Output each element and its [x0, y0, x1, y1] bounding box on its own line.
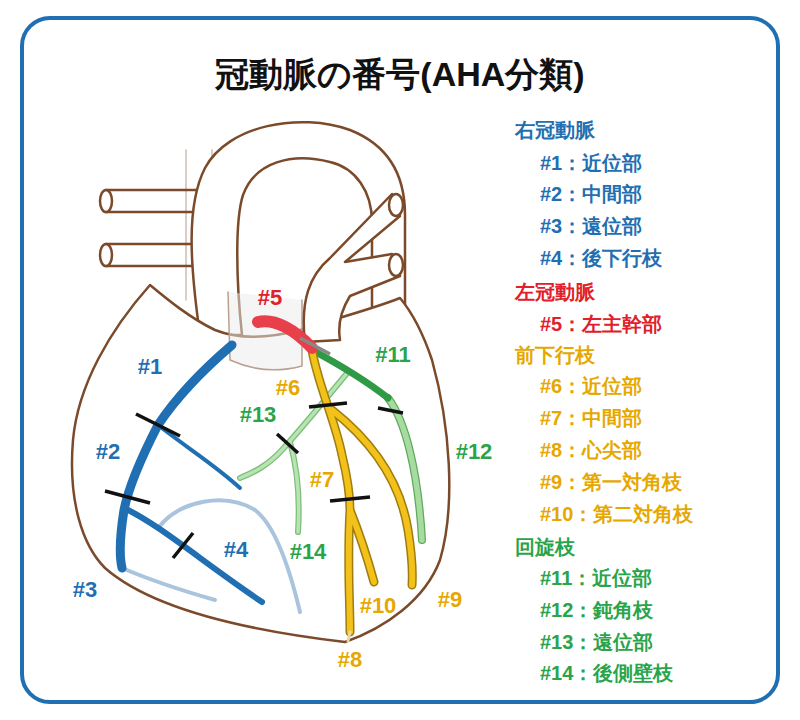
legend-item: #7：中間部	[540, 408, 642, 429]
segment-divider	[277, 434, 298, 453]
legend-item: #2：中間部	[540, 184, 642, 205]
legend-heading: 右冠動脈	[515, 120, 595, 141]
legend-item: #4：後下行枝	[540, 248, 662, 269]
heart-illustration	[72, 122, 449, 642]
heart-outline	[72, 285, 449, 642]
callout-number: #7	[310, 468, 334, 491]
callout-number: #8	[338, 648, 362, 671]
callout-number: #14	[290, 540, 327, 563]
vessel-end	[389, 254, 403, 276]
segment-dividers	[105, 338, 403, 558]
artery-tip	[348, 632, 350, 641]
vessel-branch	[106, 190, 202, 266]
legend-heading: 前下行枝	[515, 345, 595, 366]
legend-item: #13：遠位部	[540, 632, 653, 653]
legend-item: #5：左主幹部	[540, 314, 662, 335]
vessel-end	[100, 190, 112, 212]
left-main-trunk	[258, 321, 312, 348]
legend-item: #10：第二対角枝	[540, 504, 693, 525]
artery-segment	[120, 345, 232, 568]
left-coronary-artery	[240, 321, 422, 641]
segment-divider	[136, 414, 180, 436]
callout-number: #6	[276, 376, 300, 399]
callout-number: #5	[258, 286, 282, 309]
segment-divider	[105, 491, 150, 503]
legend-item: #8：心尖部	[540, 440, 642, 461]
legend-heading: 左冠動脈	[515, 282, 595, 303]
segment-divider	[173, 533, 193, 558]
callout-number: #2	[96, 440, 120, 463]
pulmonary-trunk	[304, 194, 400, 342]
callout-number: #4	[224, 538, 248, 561]
artery-pale	[158, 500, 300, 612]
artery-outline	[240, 372, 348, 532]
callout-number: #12	[456, 440, 493, 463]
artery-branch	[158, 425, 240, 488]
frame	[22, 18, 778, 702]
legend-item: #3：遠位部	[540, 216, 642, 237]
callout-number: #10	[360, 594, 397, 617]
legend-item: #14：後側壁枝	[540, 663, 673, 684]
legend-item: #11：近位部	[540, 568, 652, 589]
legend-item: #9：第一対角枝	[540, 472, 682, 493]
callout-number: #9	[438, 588, 462, 611]
segment-divider	[309, 403, 347, 407]
segment-divider	[300, 338, 330, 354]
vessel-end	[389, 194, 403, 216]
callout-number: #1	[138, 355, 162, 378]
segment-divider	[378, 408, 403, 413]
callout-number: #11	[375, 343, 411, 366]
legend-heading: 回旋枝	[515, 537, 575, 558]
vessel-end	[100, 244, 112, 266]
legend-item: #1：近位部	[540, 153, 642, 174]
callout-number: #13	[240, 403, 277, 426]
diagram-title: 冠動脈の番号(AHA分類)	[215, 56, 584, 93]
callout-number: #3	[73, 578, 97, 601]
artery-segment	[240, 372, 348, 532]
legend-item: #12：鈍角枝	[540, 600, 653, 621]
right-coronary-artery	[120, 345, 300, 612]
legend-item: #6：近位部	[540, 376, 642, 397]
artery-segment	[124, 508, 262, 602]
artery-pale	[122, 568, 215, 600]
segment-divider	[330, 497, 370, 501]
